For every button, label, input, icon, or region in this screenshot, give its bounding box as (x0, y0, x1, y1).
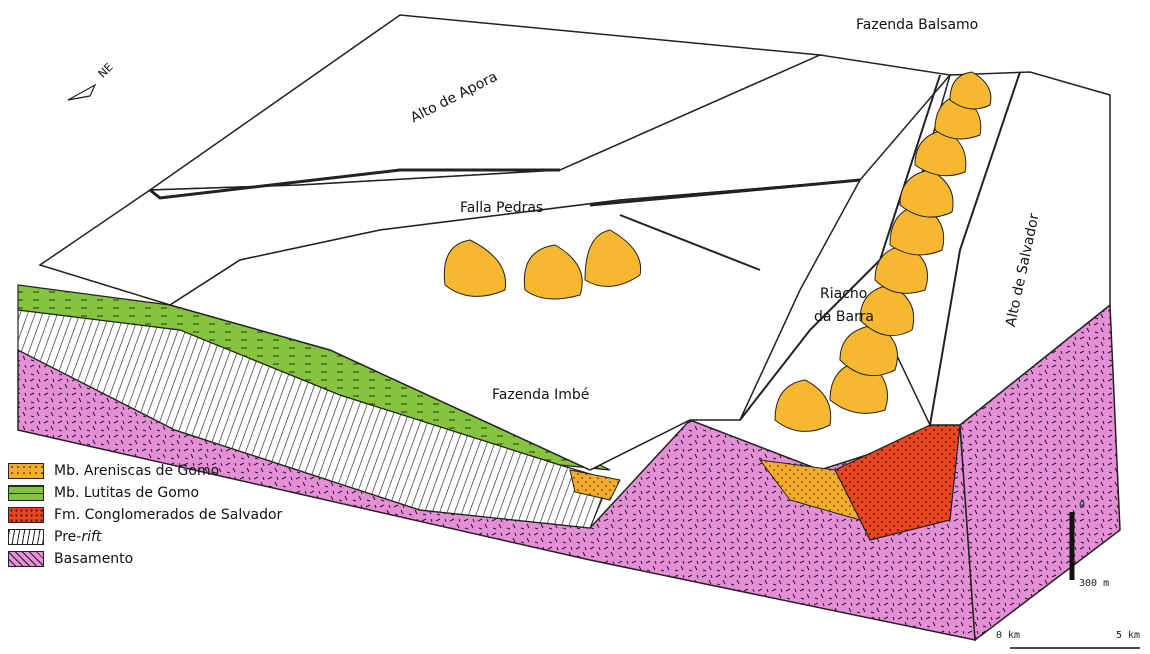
legend-label: Pre-rift (54, 529, 101, 545)
scale-horizontal-right: 5 km (1116, 630, 1140, 641)
legend-swatch-conglomerate (8, 507, 44, 523)
legend-label: Mb. Lutitas de Gomo (54, 485, 199, 501)
legend-swatch-shale (8, 485, 44, 501)
legend-item: Mb. Lutitas de Gomo (8, 482, 368, 504)
legend-swatch-sandstone (8, 463, 44, 479)
scale-horizontal-left: 0 km (996, 630, 1020, 641)
legend-label-prefix: Pre- (54, 529, 81, 545)
legend-label: Fm. Conglomerados de Salvador (54, 507, 282, 523)
legend-item: Basamento (8, 548, 368, 570)
legend-label: Basamento (54, 551, 133, 567)
legend-swatch-prerift (8, 529, 44, 545)
label-riacho-line2: da Barra (814, 309, 874, 325)
legend-swatch-basement (8, 551, 44, 567)
legend-label-italic: rift (81, 529, 101, 545)
legend-item: Mb. Areniscas de Gomo (8, 460, 368, 482)
north-arrow-icon (68, 85, 95, 100)
scale-vertical-bottom: 300 m (1079, 578, 1109, 589)
legend-item: Pre-rift (8, 526, 368, 548)
legend-label: Mb. Areniscas de Gomo (54, 463, 219, 479)
label-fazenda-imbe: Fazenda Imbé (492, 387, 589, 403)
scale-vertical-top: 0 (1079, 500, 1085, 511)
label-falla-pedras: Falla Pedras (460, 200, 543, 216)
legend-item: Fm. Conglomerados de Salvador (8, 504, 368, 526)
legend: Mb. Areniscas de Gomo Mb. Lutitas de Gom… (8, 460, 368, 570)
label-riacho-line1: Riacho (820, 286, 867, 302)
label-fazenda-balsamo: Fazenda Balsamo (856, 17, 978, 33)
